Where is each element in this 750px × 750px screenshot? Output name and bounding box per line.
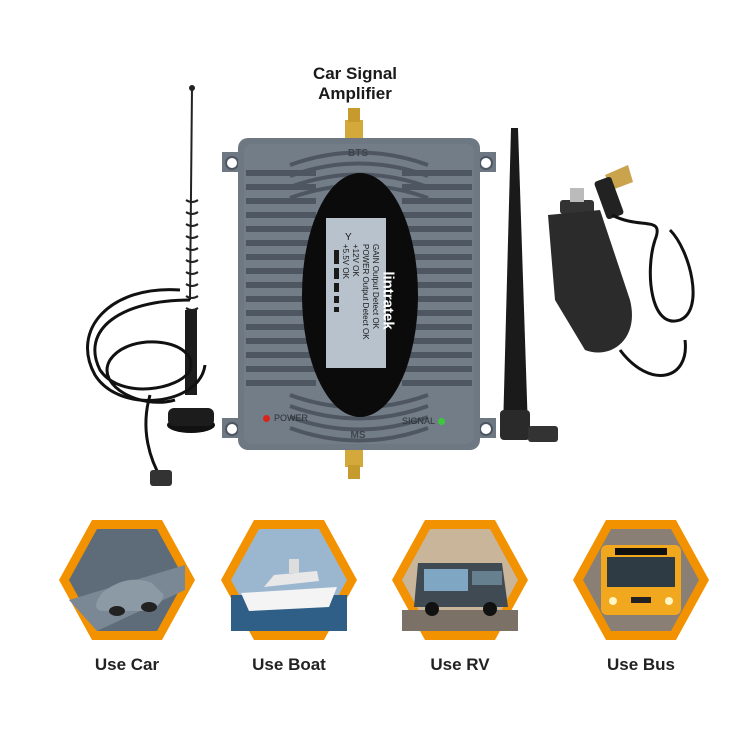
use-car-label: Use Car <box>94 655 160 674</box>
use-boat-label: Use Boat <box>252 655 326 674</box>
lcd-readout: GAIN Output Detect OK POWER Output Detec… <box>340 244 380 364</box>
boat-scene-icon <box>221 520 357 640</box>
title-line-1: Car Signal <box>312 64 398 83</box>
use-bus-label: Use Bus <box>606 655 676 674</box>
power-led <box>263 415 270 422</box>
rv-scene-icon <box>392 520 528 640</box>
product-illustration: Y <box>86 85 695 486</box>
title-line-2: Amplifier <box>318 84 392 103</box>
bus-scene-icon <box>573 520 709 640</box>
signal-label: SIGNAL <box>402 416 436 426</box>
page-title: Car Signal Amplifier <box>290 64 420 104</box>
port-top-label: BTS <box>348 148 368 159</box>
lcd-line: +5.5V OK <box>341 244 350 279</box>
use-case-rv: Use RV <box>390 515 530 690</box>
lcd-line: +12V OK <box>351 244 360 277</box>
lcd-line: GAIN Output Detect OK <box>371 244 380 329</box>
brand-logo: lintratek <box>379 271 397 330</box>
car-charger <box>548 165 695 377</box>
lcd-line: POWER Output Detect OK <box>361 244 370 340</box>
power-label: POWER <box>274 413 309 423</box>
use-case-car: Use Car <box>57 515 197 690</box>
signal-led <box>438 418 445 425</box>
whip-antenna <box>500 128 558 442</box>
magnetic-antenna <box>86 85 215 486</box>
car-scene-icon <box>59 520 195 640</box>
port-bottom-label: MS <box>350 430 366 441</box>
use-rv-label: Use RV <box>430 655 490 674</box>
use-case-boat: Use Boat <box>219 515 359 690</box>
svg-text:Y: Y <box>345 232 352 243</box>
use-case-row: Use Car Use Boat Use RV <box>0 515 750 695</box>
use-case-bus: Use Bus <box>571 515 711 690</box>
amplifier-device: Y <box>222 108 496 479</box>
